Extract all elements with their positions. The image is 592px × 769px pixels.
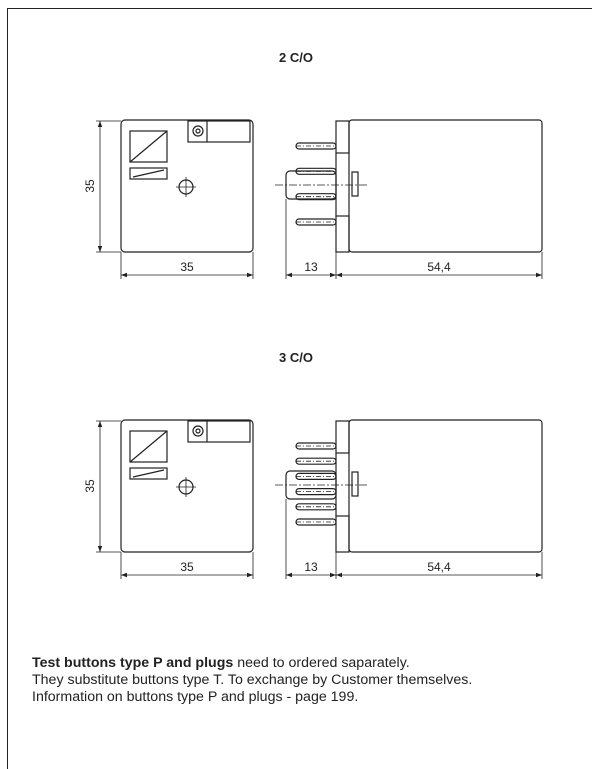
note-line-1: Test buttons type P and plugs need to or…	[32, 655, 577, 672]
page-frame	[7, 8, 592, 769]
base-flange-bottom	[335, 215, 350, 253]
screw-inner-icon	[195, 128, 201, 134]
pins-arrow-left	[286, 572, 292, 578]
height-arrow-top	[97, 421, 103, 427]
relay-view-1: 2 C/O 35 35 13 54,4	[83, 50, 543, 279]
screw-outer-icon	[192, 425, 204, 437]
depth-arrow-right	[536, 572, 542, 578]
width-arrow-right	[247, 272, 253, 278]
width-arrow-left	[121, 572, 127, 578]
width-arrow-left	[121, 272, 127, 278]
pins-arrow-right	[330, 572, 336, 578]
side-view-housing	[348, 419, 543, 553]
width-arrow-right	[247, 572, 253, 578]
label-strip	[187, 120, 251, 143]
note-lead-rest: need to ordered saparately.	[233, 655, 410, 671]
width-dim-label: 35	[180, 260, 194, 274]
ordering-note: Test buttons type P and plugs need to or…	[32, 655, 577, 706]
screw-outer-icon	[192, 125, 204, 137]
coil-symbol-box	[129, 130, 168, 163]
label-strip	[187, 420, 251, 443]
height-arrow-bottom	[97, 246, 103, 252]
depth-dim-label: 54,4	[427, 560, 451, 574]
base-flange-top	[335, 420, 350, 454]
height-arrow-top	[97, 121, 103, 127]
height-arrow-bottom	[97, 546, 103, 552]
height-dim-label: 35	[83, 479, 97, 493]
depth-arrow-left	[336, 572, 342, 578]
coil-symbol-diagonal	[129, 430, 168, 463]
relay-view-2: 3 C/O 35 35 13 54,4	[83, 350, 543, 579]
coil-symbol-diagonal	[129, 130, 168, 163]
side-test-button	[351, 171, 359, 197]
section-title: 2 C/O	[279, 50, 313, 65]
relay-dimension-drawing: 2 C/O 35 35 13 54,4 3 C/O 35 35 13 54,4	[83, 50, 543, 579]
screw-inner-icon	[195, 428, 201, 434]
indicator-diagonal	[132, 169, 165, 178]
pins-dim-label: 13	[304, 560, 318, 574]
side-view-housing	[348, 119, 543, 253]
coil-symbol-box	[129, 430, 168, 463]
front-view-body	[120, 119, 254, 253]
base-flange-top	[335, 120, 350, 154]
depth-arrow-right	[536, 272, 542, 278]
note-line-2: They substitute buttons type T. To excha…	[32, 672, 473, 688]
depth-dim-label: 54,4	[427, 260, 451, 274]
section-title: 3 C/O	[279, 350, 313, 365]
pins-dim-label: 13	[304, 260, 318, 274]
indicator-box	[129, 467, 168, 480]
width-dim-label: 35	[180, 560, 194, 574]
note-bold-lead: Test buttons type P and plugs	[32, 655, 234, 671]
side-test-button	[351, 471, 359, 497]
indicator-box	[129, 167, 168, 180]
note-line-3: Information on buttons type P and plugs …	[32, 689, 359, 705]
indicator-diagonal	[132, 469, 165, 478]
pins-arrow-left	[286, 272, 292, 278]
height-dim-label: 35	[83, 179, 97, 193]
base-flange-bottom	[335, 515, 350, 553]
pins-arrow-right	[330, 272, 336, 278]
front-view-body	[120, 419, 254, 553]
depth-arrow-left	[336, 272, 342, 278]
